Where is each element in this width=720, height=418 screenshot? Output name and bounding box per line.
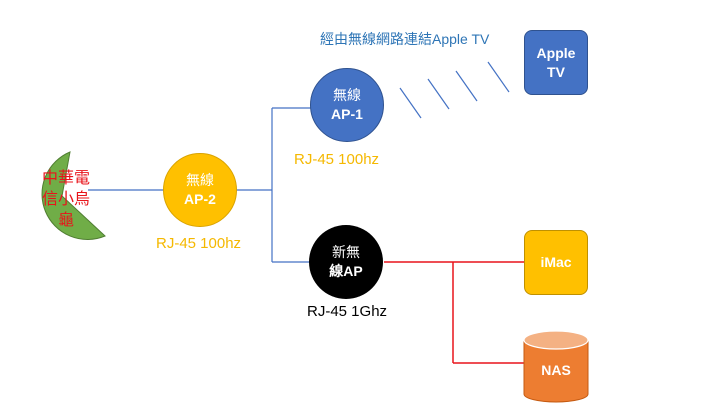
imac-node: iMac — [524, 230, 588, 295]
nas-label: NAS — [541, 361, 571, 378]
apple-tv-line2: TV — [547, 63, 565, 80]
ap1-link-label: RJ-45 100hz — [294, 151, 380, 168]
ap1-line2: AP-1 — [331, 106, 363, 122]
wireless-signal-1 — [399, 87, 422, 119]
wireless-signal-3 — [455, 70, 478, 102]
ap2-line1: 無線 — [186, 172, 214, 188]
imac-label: iMac — [540, 254, 572, 270]
ap1-line1: 無線 — [333, 87, 361, 103]
isp-label-line3: 龜 — [57, 212, 74, 229]
new-ap-line1: 新無 — [332, 244, 360, 260]
new-ap-node: 新無 線AP — [309, 225, 383, 299]
isp-label-line1: 中華電 — [41, 170, 90, 187]
ap1-node: 無線 AP-1 — [310, 68, 384, 142]
apple-tv-line1: Apple — [536, 44, 576, 61]
isp-pacman-shape — [41, 151, 106, 240]
wireless-signal-2 — [427, 78, 450, 110]
isp-label: 中華電 信小烏 龜 — [40, 168, 92, 231]
isp-label-line2: 信小烏 — [41, 191, 90, 208]
ap2-line2: AP-2 — [184, 191, 216, 207]
ap2-node: 無線 AP-2 — [163, 153, 237, 227]
wireless-signal-4 — [487, 61, 510, 93]
new-ap-link-label: RJ-45 1Ghz — [307, 303, 388, 320]
new-ap-line2: 線AP — [329, 263, 363, 279]
ap2-link-label: RJ-45 100hz — [156, 235, 242, 252]
nas-cylinder — [523, 330, 589, 403]
wireless-caption: 經由無線網路連結Apple TV — [320, 31, 490, 47]
apple-tv-node: Apple TV — [524, 30, 588, 95]
nas-label-wrap: NAS — [524, 352, 588, 388]
